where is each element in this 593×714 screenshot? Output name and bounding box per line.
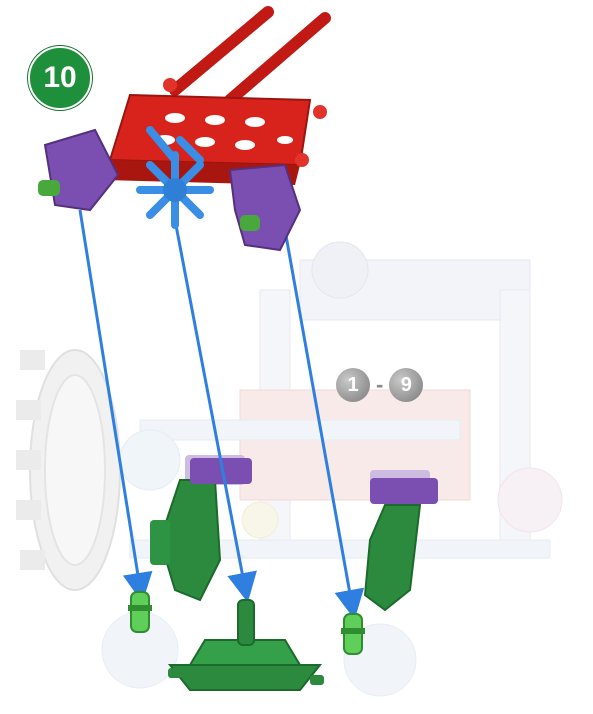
step-number: 10 (43, 61, 76, 95)
green-side-piece-right (365, 505, 420, 610)
green-clip-piece-left (128, 592, 152, 632)
step-number-badge: 10 (28, 46, 92, 110)
green-base-piece (168, 600, 324, 690)
purple-connector-right (230, 165, 300, 250)
purple-connector-left (38, 130, 118, 210)
ghost-frame (102, 242, 562, 696)
ghost-wheel (16, 350, 120, 590)
reference-separator: - (376, 372, 383, 398)
red-frame-assembly (105, 12, 327, 185)
green-clip-piece-right (341, 614, 365, 654)
reference-from-badge: 1 (336, 368, 370, 402)
snowflake-hub (163, 178, 187, 202)
green-side-piece-left (150, 480, 220, 600)
reference-to: 9 (401, 374, 412, 397)
reference-from: 1 (347, 374, 358, 397)
ghost-previous-model (16, 242, 562, 696)
reference-step-range: 1 - 9 (336, 368, 423, 402)
reference-to-badge: 9 (389, 368, 423, 402)
